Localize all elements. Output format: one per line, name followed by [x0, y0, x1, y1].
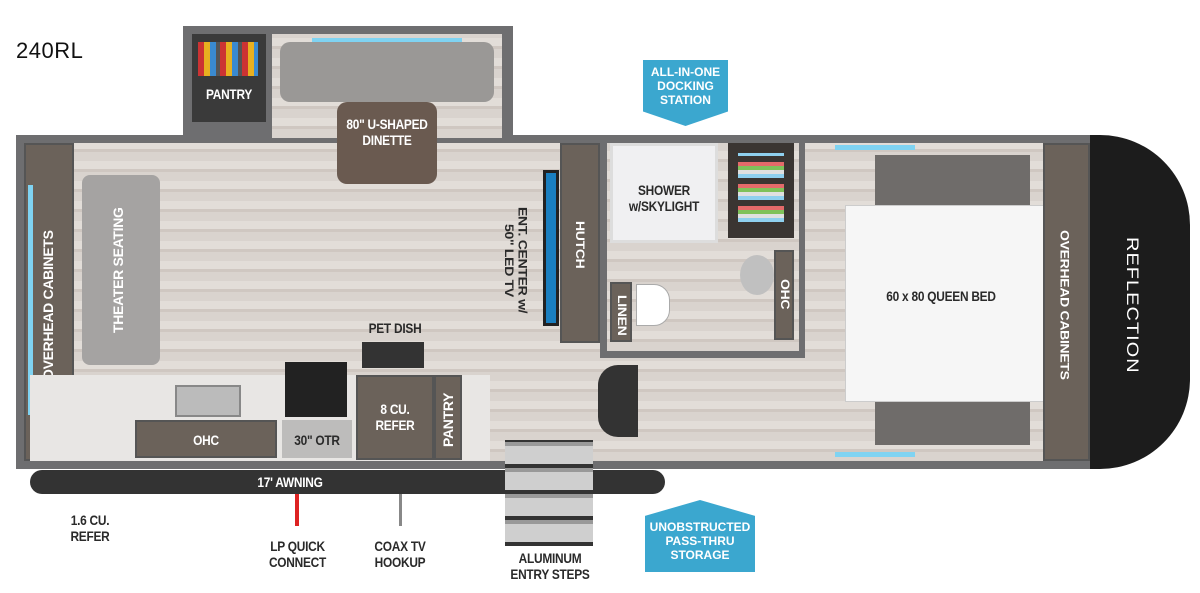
front-overhead-label: OVERHEAD CABINETS — [1058, 230, 1072, 380]
awning-label: 17' AWNING — [257, 474, 323, 490]
ent-center-label: ENT. CENTER w/ 50" LED TV — [502, 206, 530, 314]
otr-microwave: 30" OTR — [282, 420, 352, 458]
pantry-top: PANTRY — [192, 34, 266, 122]
bed-label: 60 x 80 QUEEN BED — [886, 288, 996, 304]
entry-steps — [505, 440, 593, 546]
window — [312, 38, 462, 42]
pet-dish — [362, 342, 424, 368]
kitchen-ohc-label: OHC — [193, 432, 219, 448]
model-name: 240RL — [16, 38, 84, 63]
kitchen-pantry-label: PANTRY — [440, 392, 456, 448]
dinette-label: 80" U-SHAPED DINETTE — [346, 116, 428, 148]
dinette-area: 80" U-SHAPED DINETTE — [272, 34, 502, 184]
otr-label: 30" OTR — [294, 432, 340, 448]
dinette-bench — [280, 42, 494, 102]
docking-station-badge: ALL-IN-ONE DOCKING STATION — [643, 60, 728, 126]
coax-connector — [399, 494, 402, 526]
queen-bed: 60 x 80 QUEEN BED — [845, 205, 1045, 402]
coax-label: COAX TV HOOKUP — [374, 538, 426, 570]
window — [835, 145, 915, 150]
kitchen-pantry: PANTRY — [434, 375, 462, 460]
mini-refer-label: 1.6 CU. REFER — [70, 512, 110, 544]
window — [28, 185, 33, 415]
toilet — [636, 284, 670, 326]
linen-cabinet: LINEN — [610, 282, 632, 342]
storage-badge: UNOBSTRUCTED PASS-THRU STORAGE — [645, 500, 755, 572]
shoe-rack — [738, 153, 784, 228]
pet-dish-label: PET DISH — [368, 320, 422, 336]
stove — [285, 362, 347, 417]
pantry-top-label: PANTRY — [205, 86, 253, 102]
pantry-shelves — [198, 42, 258, 76]
hutch-label: HUTCH — [573, 221, 587, 269]
window — [835, 452, 915, 457]
kitchen-ohc: OHC — [135, 420, 277, 458]
wardrobe — [728, 143, 794, 238]
bath-ohc: OHC — [774, 250, 794, 340]
entry-door — [598, 365, 638, 437]
front-overhead-cabinets: OVERHEAD CABINETS — [1043, 143, 1090, 461]
bath-sink — [740, 255, 774, 295]
linen-label: LINEN — [615, 294, 629, 336]
lp-label: LP QUICK CONNECT — [268, 538, 327, 570]
lp-connector — [295, 494, 299, 526]
theater-seating: THEATER SEATING — [82, 175, 160, 365]
theater-label: THEATER SEATING — [110, 207, 126, 333]
refer-label: 8 CU. REFER — [375, 401, 415, 433]
brand-logo: REFLECTION — [1122, 236, 1142, 374]
refrigerator: 8 CU. REFER — [356, 375, 434, 460]
bath-ohc-label: OHC — [778, 278, 792, 310]
steps-label: ALUMINUM ENTRY STEPS — [510, 550, 590, 582]
shower: SHOWER w/SKYLIGHT — [610, 143, 718, 243]
led-tv — [543, 170, 559, 326]
front-cap: REFLECTION — [1090, 135, 1190, 469]
shower-label: SHOWER w/SKYLIGHT — [628, 182, 700, 214]
hutch: HUTCH — [560, 143, 600, 343]
sink — [175, 385, 241, 417]
dinette-table — [337, 102, 437, 184]
